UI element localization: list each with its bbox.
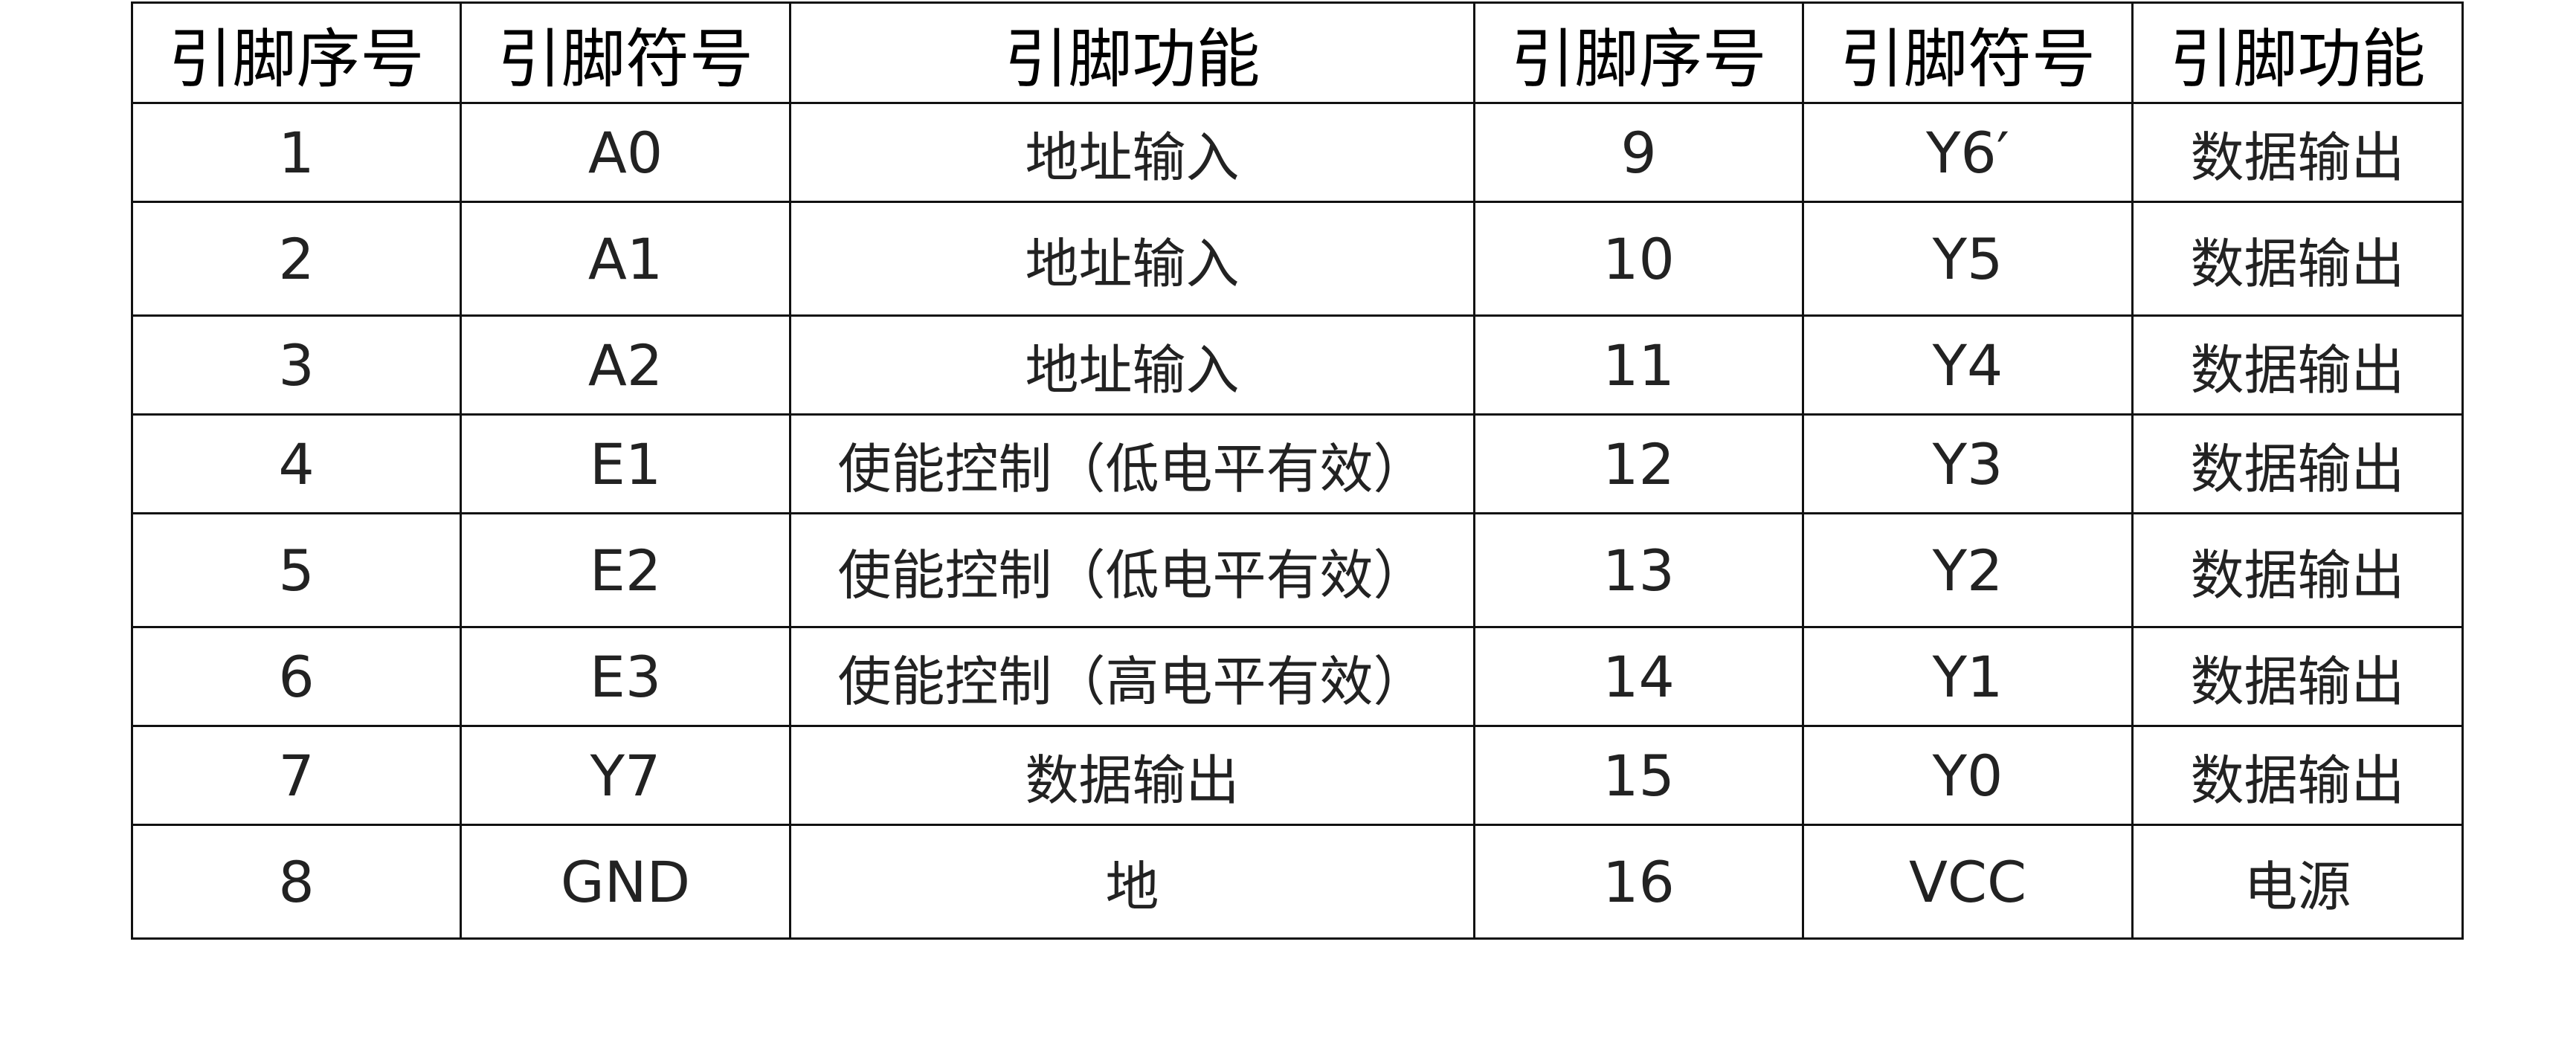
header-pin-function-right: 引脚功能 — [2131, 1, 2464, 104]
pin-function-cell: 使能控制（低电平有效） — [789, 512, 1475, 628]
table-row: 8 GND 地 16 VCC 电源 — [131, 824, 2464, 940]
pin-symbol-cell: E1 — [460, 413, 791, 514]
pin-symbol-cell: E2 — [460, 512, 791, 628]
pin-number-cell: 9 — [1473, 102, 1804, 203]
header-pin-number-left: 引脚序号 — [131, 1, 462, 104]
pin-function-cell: 数据输出 — [2131, 626, 2464, 727]
pin-number-cell: 12 — [1473, 413, 1804, 514]
pin-function-cell: 数据输出 — [2131, 512, 2464, 628]
pin-function-cell: 地 — [789, 824, 1475, 940]
pin-symbol-cell: Y1 — [1802, 626, 2134, 727]
pin-function-cell: 数据输出 — [789, 725, 1475, 826]
pin-symbol-cell: E3 — [460, 626, 791, 727]
pin-symbol-cell: Y5 — [1802, 201, 2134, 317]
pin-symbol-cell: A0 — [460, 102, 791, 203]
pin-function-cell: 地址输入 — [789, 102, 1475, 203]
pin-number-cell: 13 — [1473, 512, 1804, 628]
pin-function-cell: 使能控制（低电平有效） — [789, 413, 1475, 514]
pin-function-table: 引脚序号 引脚符号 引脚功能 引脚序号 引脚符号 引脚功能 1 A0 地址输入 … — [131, 1, 2464, 940]
pin-number-cell: 8 — [131, 824, 462, 940]
pin-number-cell: 10 — [1473, 201, 1804, 317]
pin-number-cell: 16 — [1473, 824, 1804, 940]
pin-number-cell: 1 — [131, 102, 462, 203]
pin-number-cell: 5 — [131, 512, 462, 628]
pin-function-cell: 数据输出 — [2131, 314, 2464, 416]
pin-number-cell: 3 — [131, 314, 462, 416]
pin-function-cell: 地址输入 — [789, 314, 1475, 416]
pin-number-cell: 2 — [131, 201, 462, 317]
header-pin-symbol-left: 引脚符号 — [460, 1, 791, 104]
pin-symbol-cell: GND — [460, 824, 791, 940]
table-row: 5 E2 使能控制（低电平有效） 13 Y2 数据输出 — [131, 512, 2464, 628]
table-row: 4 E1 使能控制（低电平有效） 12 Y3 数据输出 — [131, 413, 2464, 514]
pin-symbol-cell: Y6′ — [1802, 102, 2134, 203]
pin-symbol-cell: Y4 — [1802, 314, 2134, 416]
header-pin-function-left: 引脚功能 — [789, 1, 1475, 104]
pin-number-cell: 6 — [131, 626, 462, 727]
pin-function-cell: 数据输出 — [2131, 413, 2464, 514]
pin-symbol-cell: Y0 — [1802, 725, 2134, 826]
pin-number-cell: 7 — [131, 725, 462, 826]
pin-number-cell: 15 — [1473, 725, 1804, 826]
pin-function-cell: 地址输入 — [789, 201, 1475, 317]
table-row: 6 E3 使能控制（高电平有效） 14 Y1 数据输出 — [131, 626, 2464, 727]
pin-symbol-cell: A1 — [460, 201, 791, 317]
pin-symbol-cell: VCC — [1802, 824, 2134, 940]
header-pin-symbol-right: 引脚符号 — [1802, 1, 2134, 104]
table-row: 3 A2 地址输入 11 Y4 数据输出 — [131, 314, 2464, 416]
table-row: 1 A0 地址输入 9 Y6′ 数据输出 — [131, 102, 2464, 203]
pin-symbol-cell: Y7 — [460, 725, 791, 826]
pin-function-cell: 使能控制（高电平有效） — [789, 626, 1475, 727]
pin-number-cell: 11 — [1473, 314, 1804, 416]
pin-symbol-cell: A2 — [460, 314, 791, 416]
pin-number-cell: 14 — [1473, 626, 1804, 727]
pin-symbol-cell: Y3 — [1802, 413, 2134, 514]
table-row: 2 A1 地址输入 10 Y5 数据输出 — [131, 201, 2464, 317]
table-row: 7 Y7 数据输出 15 Y0 数据输出 — [131, 725, 2464, 826]
pin-number-cell: 4 — [131, 413, 462, 514]
pin-function-cell: 电源 — [2131, 824, 2464, 940]
table-header-row: 引脚序号 引脚符号 引脚功能 引脚序号 引脚符号 引脚功能 — [131, 1, 2464, 104]
pin-function-cell: 数据输出 — [2131, 102, 2464, 203]
header-pin-number-right: 引脚序号 — [1473, 1, 1804, 104]
pin-symbol-cell: Y2 — [1802, 512, 2134, 628]
pin-function-cell: 数据输出 — [2131, 201, 2464, 317]
pin-function-cell: 数据输出 — [2131, 725, 2464, 826]
